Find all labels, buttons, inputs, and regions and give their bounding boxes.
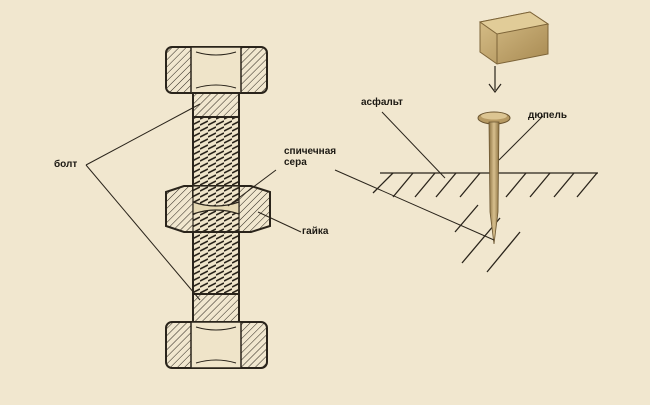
bolt-label: болт <box>54 159 78 170</box>
down-arrow-icon <box>488 66 502 93</box>
nut-label: гайка <box>302 226 329 237</box>
bolt-lower-shank <box>192 293 240 323</box>
dowel-leader-lines <box>334 111 544 241</box>
bolt-bottom-head <box>165 321 268 369</box>
bolt-leader-lines <box>85 103 302 301</box>
match-sulfur-label-line1: спичечная <box>284 146 337 157</box>
bolt-upper-shank <box>192 92 240 118</box>
match-sulfur-label-line2: сера <box>284 157 307 168</box>
bolt-top-head <box>165 46 268 94</box>
brick <box>478 11 550 65</box>
asphalt-label: асфальт <box>361 97 403 108</box>
dowel-nail <box>477 111 511 245</box>
bolt-assembly <box>165 46 271 369</box>
dowel-label: дюпель <box>528 110 567 121</box>
match-sulfur <box>192 201 240 215</box>
asphalt-ground <box>372 172 598 273</box>
